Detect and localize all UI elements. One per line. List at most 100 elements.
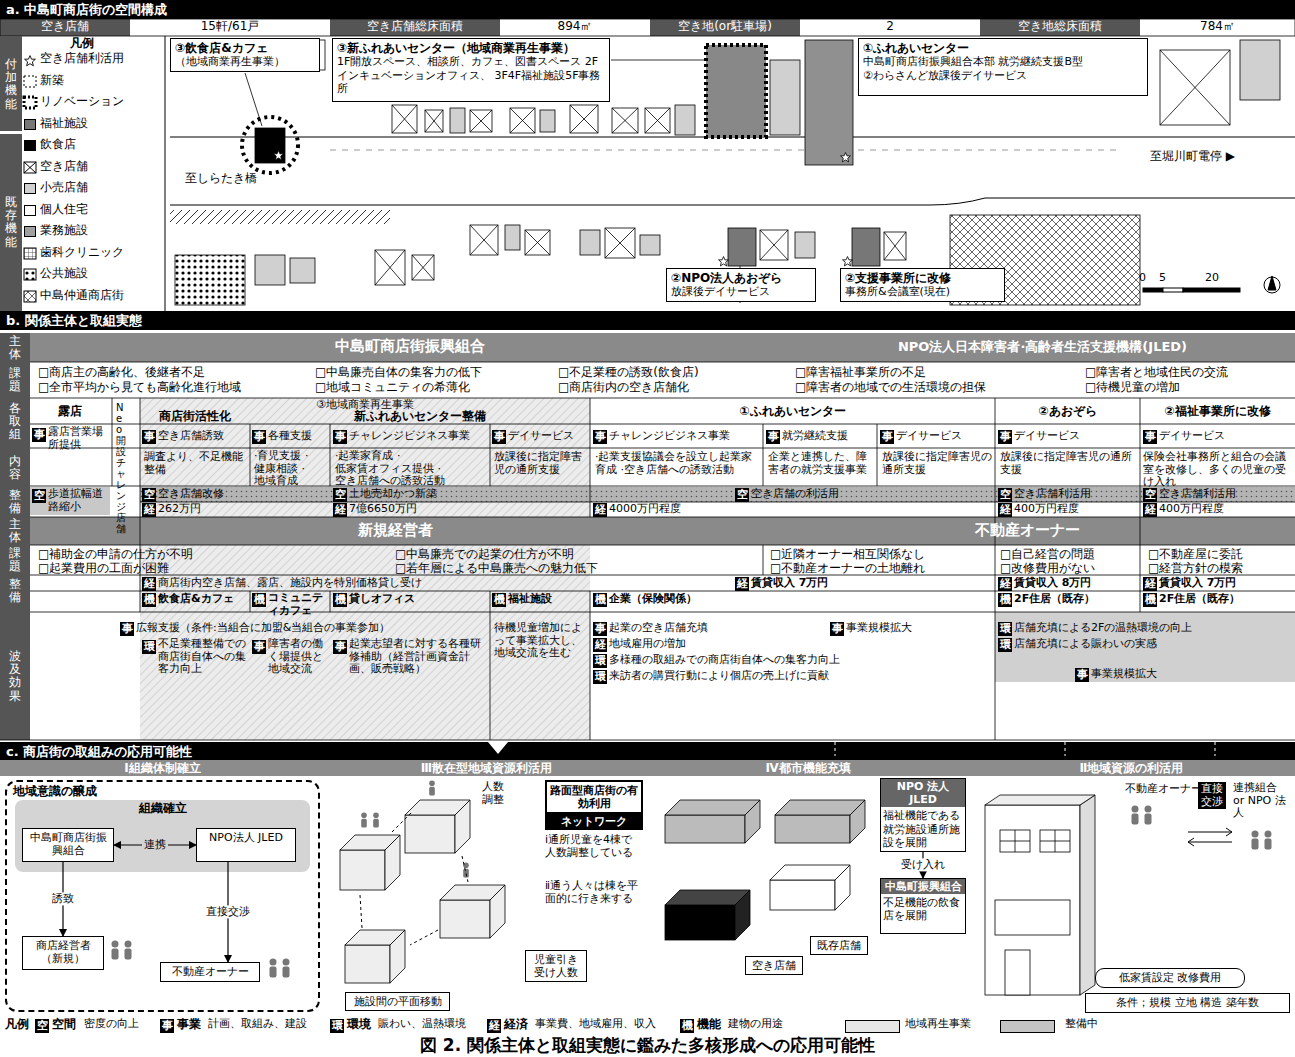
vertical-label: 波及効果	[9, 650, 21, 703]
node-text: 中島町振興組合	[881, 879, 965, 894]
label-text: 400万円程度	[1014, 503, 1079, 516]
person-icon	[1265, 831, 1272, 850]
category-icon: 経	[593, 638, 607, 652]
node-box: 路面型商店街の有効利用	[545, 780, 643, 814]
map-building	[640, 235, 660, 255]
map-building	[795, 232, 815, 258]
label-text: チャレンジビジネス事業	[349, 430, 470, 443]
iso-building	[985, 795, 1095, 805]
vertical-label: 主体	[9, 518, 21, 544]
person-icon	[373, 812, 379, 827]
category-icon: 事	[120, 622, 134, 636]
map-building	[1160, 50, 1230, 125]
category-icon: 空	[333, 488, 347, 502]
label-text: 不動産オーナー	[1125, 783, 1202, 796]
iso-building	[1000, 830, 1070, 852]
map-road	[170, 198, 1295, 205]
node-box: 中島町商店街振興組合	[22, 828, 114, 862]
vertical-label: 課題	[9, 547, 21, 573]
label-text: 密度の向上	[84, 1018, 139, 1031]
leader-line	[611, 60, 705, 61]
person-icon	[361, 812, 367, 827]
label-text: ⅰ通所児童を4棟で人数調整している	[545, 834, 643, 859]
label-text: □障害者と地域住民の交流	[1085, 366, 1228, 380]
label-text: 空き店舗利活用	[1014, 488, 1091, 501]
iso-building	[340, 800, 505, 983]
legend-symbol	[24, 269, 36, 280]
label-text: 経済	[504, 1018, 528, 1032]
legend-text: 中島仲通商店街	[40, 289, 124, 303]
node-box: 施設間の平面移動	[345, 992, 450, 1011]
label-text: 事業	[177, 1018, 201, 1032]
category-icon: 空	[142, 488, 156, 502]
legend-swatch	[24, 140, 36, 151]
label-text: 2F住居（既存）	[1014, 593, 1095, 606]
label-text: 凡例	[70, 37, 94, 51]
iso-building	[995, 830, 1070, 995]
label-text: 空間	[52, 1018, 76, 1032]
label-text: 事業費、地域雇用、収入	[535, 1018, 656, 1031]
label-text: 事業規模拡大	[846, 622, 912, 635]
label-text: 賃貸収入 8万円	[1014, 577, 1091, 590]
label-text: 調査より、不足機能整備	[144, 451, 244, 476]
label-text: □地域コミュニティの希薄化	[315, 381, 470, 395]
legend-text: 地域再生事業	[905, 1018, 971, 1031]
iso-building	[1080, 795, 1095, 995]
node-text: （地域商業再生事業）	[175, 55, 315, 68]
label-text: 起業志望者に対する各種研修補助（経営計画資金計画、販売戦略）	[349, 638, 489, 676]
map-building	[605, 228, 635, 258]
node-text: ②支援事業所に改修	[845, 271, 1000, 285]
category-icon: 機	[252, 593, 266, 607]
category-icon: 環	[330, 1019, 344, 1033]
iso-building	[745, 800, 760, 843]
label-text: チャレンジビジネス事業	[609, 430, 730, 443]
label-text: 露店	[30, 405, 110, 419]
vertical-label: 付加機能	[5, 58, 17, 111]
node-text: Ⅳ都市機能充填	[648, 760, 968, 776]
map-building	[706, 45, 766, 137]
node-text: 組織確立	[16, 801, 309, 815]
map-building	[1240, 40, 1280, 100]
iso-building	[850, 800, 865, 843]
table-fill	[140, 487, 1295, 502]
label-text: □全市平均から見ても高齢化進行地域	[38, 381, 241, 395]
label-text: 地域雇用の増加	[609, 638, 686, 651]
map-building	[612, 108, 638, 133]
vertical-label: 整備	[9, 489, 21, 515]
reuse-star	[719, 257, 729, 266]
edge-label: 受け入れ	[899, 858, 947, 871]
node-box: ネットワーク	[545, 814, 643, 830]
legend-symbol	[24, 291, 36, 302]
map-building	[255, 255, 285, 285]
category-icon: 事	[998, 430, 1012, 444]
node-text: 中島町商店街振興組合	[26, 831, 110, 857]
label-text: 2	[800, 20, 980, 34]
label-text: □中島廉売自体の集客力の低下	[315, 366, 482, 380]
legend-symbol	[24, 248, 36, 259]
node-box: Ⅱ地域資源の利活用	[968, 760, 1295, 776]
label-text: □起業費用の工面が困難	[38, 562, 169, 576]
map-building	[570, 105, 598, 133]
category-icon: 事	[593, 430, 607, 444]
table-rule	[0, 362, 1295, 740]
label-text: NPO法人日本障害者·高齢者生活支援機構(JLED)	[790, 340, 1295, 355]
person-icon	[1132, 806, 1139, 825]
category-icon: 環	[998, 638, 1012, 652]
label-text: ·育児支援 ·健康相談 ·地域育成	[254, 450, 324, 488]
map-building	[760, 230, 788, 260]
map-building	[675, 105, 695, 135]
map-building	[450, 108, 465, 133]
category-icon: 事	[333, 640, 347, 654]
map-building	[392, 105, 417, 133]
map-building	[255, 128, 285, 163]
map-building	[525, 230, 550, 255]
legend-swatch	[24, 119, 36, 130]
category-icon: 機	[680, 1019, 694, 1033]
flow-arrow	[462, 856, 468, 882]
label-text: □障害者の地域での生活環境の担保	[795, 381, 986, 395]
category-icon: 機	[1143, 593, 1157, 607]
person-icon	[112, 780, 1272, 977]
edge-label: 直接交渉	[204, 905, 252, 918]
iso-building	[490, 885, 505, 938]
